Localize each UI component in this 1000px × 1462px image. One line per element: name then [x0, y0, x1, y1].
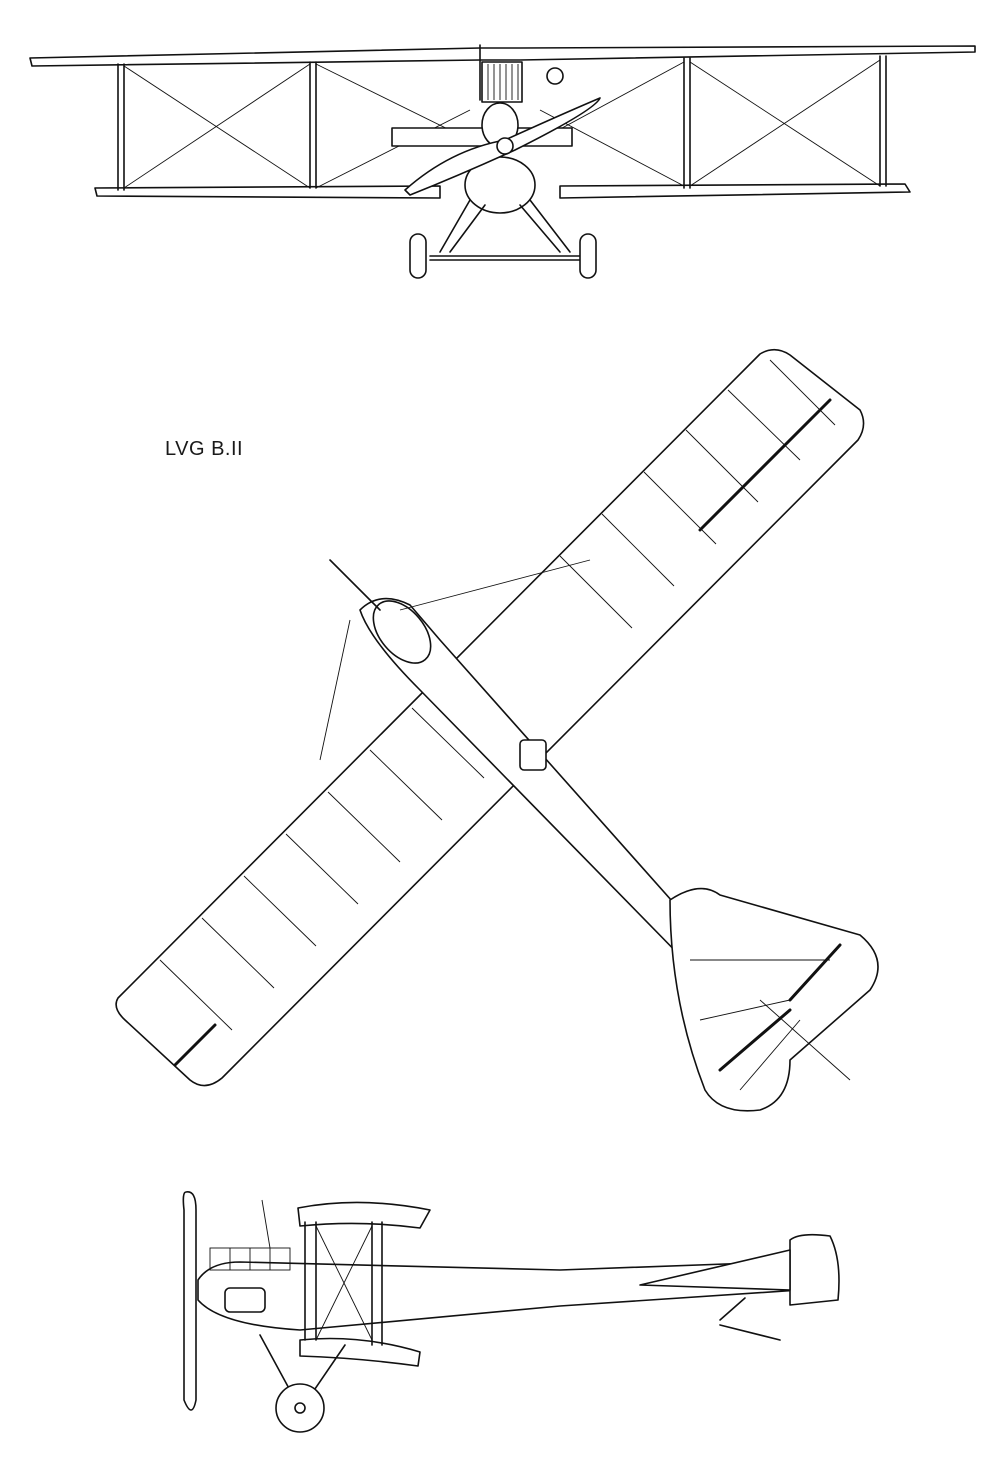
lower-wing-left-front [94, 185, 441, 199]
cockpit [519, 739, 547, 771]
landing-gear-front [409, 199, 597, 279]
interplane-struts-side [304, 1221, 383, 1346]
tail-fin-side [789, 1233, 840, 1306]
horizontal-stabilizer-side [639, 1249, 791, 1291]
landing-gear-side [259, 1334, 346, 1433]
lower-wing-right-front [559, 183, 911, 199]
engine-details [209, 1199, 291, 1271]
propeller-side [182, 1191, 197, 1411]
gravity-tank [546, 67, 564, 85]
wheel-left [409, 233, 427, 279]
nose-panel [224, 1287, 266, 1313]
fuselage-side [197, 1261, 801, 1331]
upper-wing-side [297, 1201, 431, 1229]
aircraft-caption: LVG B.II [165, 438, 244, 460]
radiator [481, 61, 523, 103]
wheel-right [579, 233, 597, 279]
propeller-hub [496, 137, 514, 155]
upper-wing-front [29, 45, 976, 67]
lower-wing-side [299, 1337, 421, 1367]
tailplane-top [669, 887, 879, 1112]
interplane-struts [117, 55, 887, 191]
